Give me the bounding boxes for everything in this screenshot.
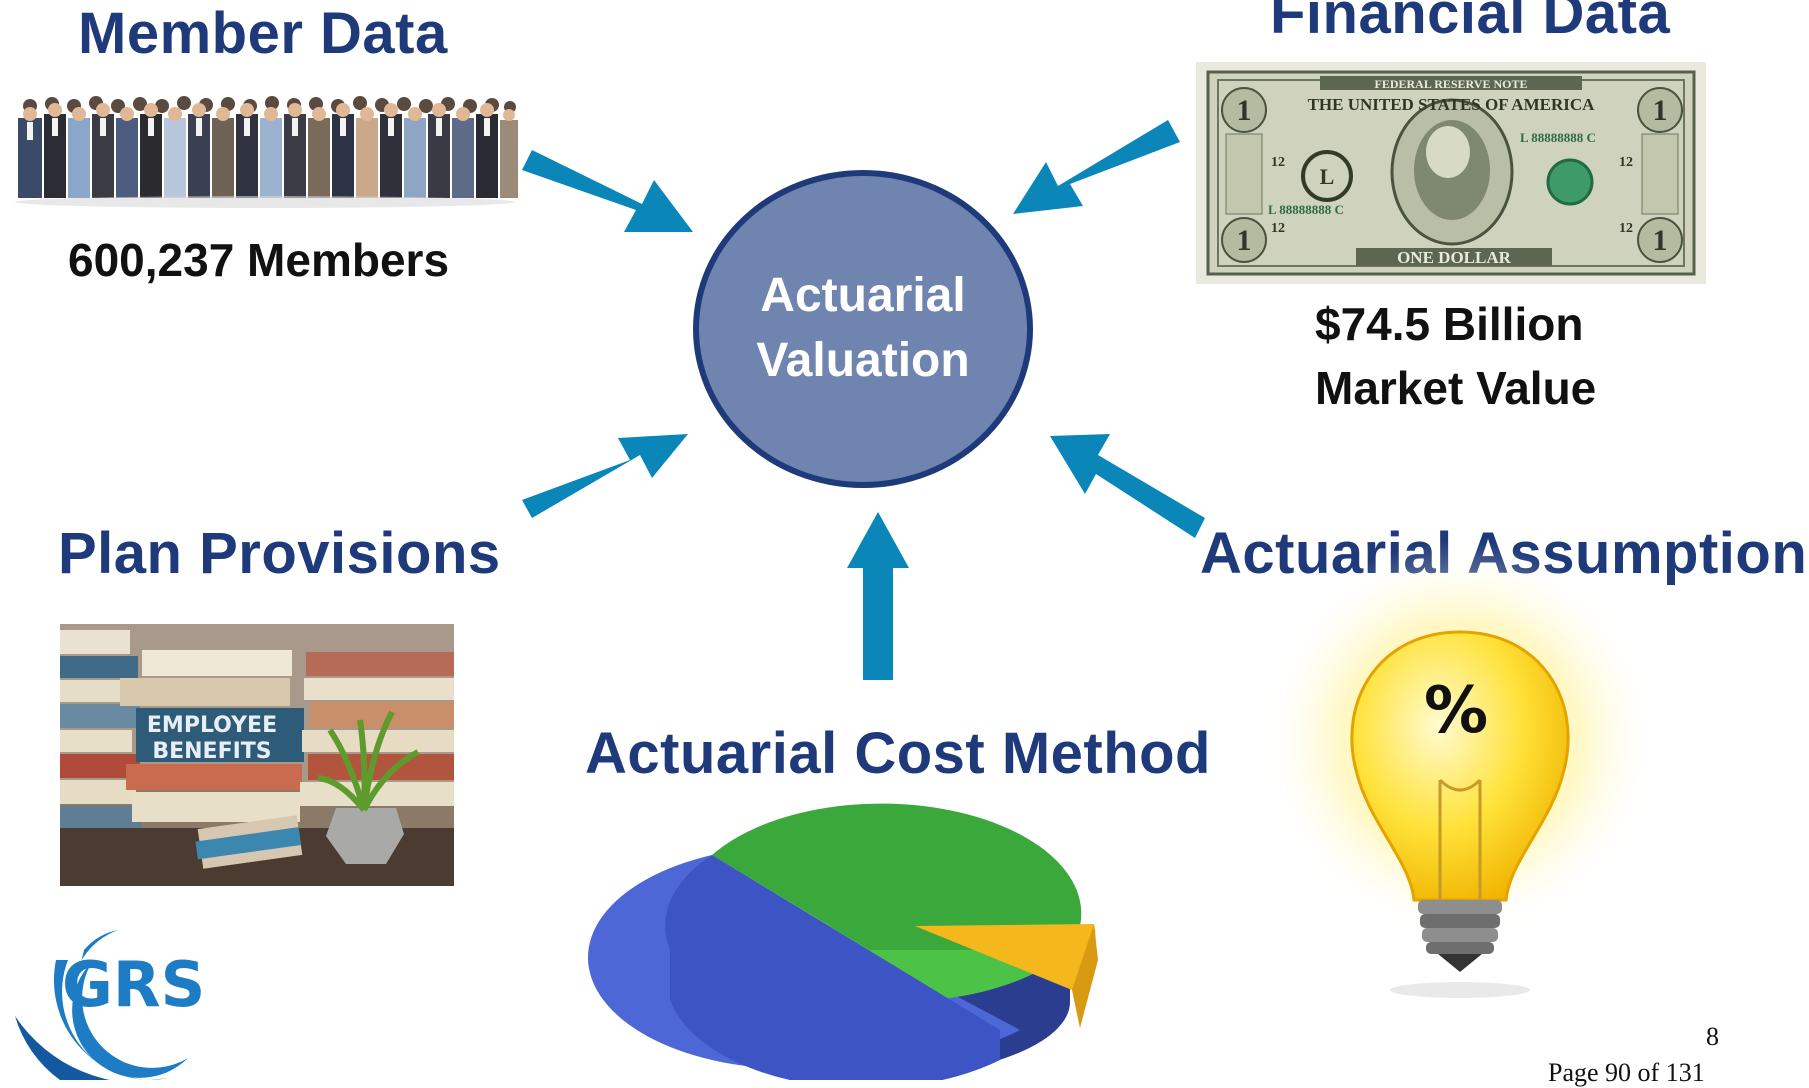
arrow-plan-icon — [522, 434, 688, 518]
actuarial-cost-method-heading: Actuarial Cost Method — [585, 721, 1211, 786]
page-label: Page 90 of 131 — [1548, 1058, 1705, 1087]
crowd-image — [12, 90, 522, 210]
dollar-district-letter: L — [1320, 164, 1335, 189]
dollar-small-number-left-bottom: 12 — [1271, 221, 1285, 236]
arrow-cost-method-icon — [847, 512, 909, 680]
market-value-caption: $74.5 Billion Market Value — [1315, 292, 1596, 421]
lightbulb-image — [1260, 540, 1660, 998]
financial-data-heading: Financial Data — [1270, 0, 1671, 46]
percent-symbol: % — [1424, 674, 1488, 748]
dollar-denomination-text: ONE DOLLAR — [1397, 248, 1512, 267]
market-value-label: Market Value — [1315, 362, 1597, 415]
dollar-serial-left: L 88888888 C — [1268, 202, 1344, 217]
actuarial-valuation-node: Actuarial Valuation — [693, 170, 1033, 488]
dollar-corner-tr: 1 — [1653, 94, 1668, 127]
dollar-small-number-right-top: 12 — [1619, 155, 1633, 170]
center-label-line2: Valuation — [756, 334, 970, 387]
dollar-serial-right: L 88888888 C — [1520, 130, 1596, 145]
member-count-caption: 600,237 Members — [68, 234, 450, 286]
grs-logo — [15, 930, 188, 1080]
center-label-line1: Actuarial — [760, 269, 966, 323]
dollar-small-number-right-bottom: 12 — [1619, 221, 1633, 236]
dollar-corner-bl: 1 — [1237, 224, 1252, 257]
books-image — [60, 624, 454, 886]
arrow-financial-icon — [1013, 120, 1180, 214]
grs-logo-text: GRS — [62, 948, 205, 1021]
arrow-assumptions-icon — [1050, 434, 1205, 538]
books-label-line2: BENEFITS — [152, 739, 271, 764]
dollar-corner-br: 1 — [1653, 224, 1668, 257]
market-value-amount: $74.5 Billion — [1315, 298, 1584, 350]
dollar-corner-tl: 1 — [1237, 94, 1252, 127]
dollar-small-number-left-top: 12 — [1271, 155, 1285, 170]
slide-number: 8 — [1706, 1022, 1719, 1051]
arrow-member-icon — [522, 150, 693, 232]
plan-provisions-heading: Plan Provisions — [58, 521, 501, 586]
member-data-heading: Member Data — [78, 1, 448, 66]
pie-chart-image — [587, 803, 1098, 1080]
dollar-bill-image — [1196, 62, 1706, 284]
books-label-line1: EMPLOYEE — [147, 713, 277, 738]
dollar-country-text: THE UNITED STATES OF AMERICA — [1308, 95, 1596, 114]
dollar-top-banner: FEDERAL RESERVE NOTE — [1375, 77, 1528, 91]
